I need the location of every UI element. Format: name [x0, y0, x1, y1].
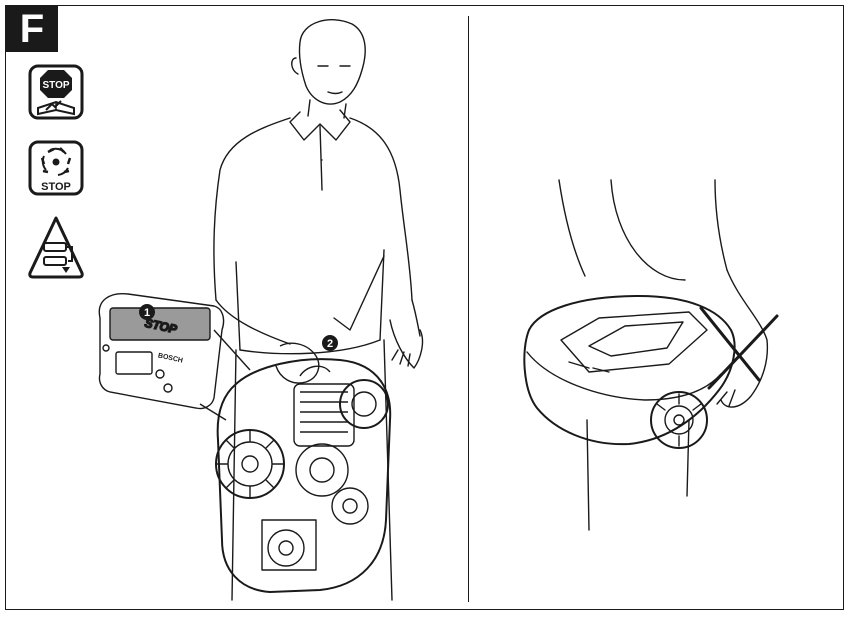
panel-divider: [468, 16, 469, 602]
stop-manual-icon: STOP: [28, 64, 84, 120]
warning-triangle-icon: [28, 216, 84, 279]
step-2-marker: [322, 335, 338, 351]
step-1-marker: [139, 304, 155, 320]
correct-carry-illustration: STOP BOSCH 1 2: [98, 19, 424, 601]
stop-manual-label: STOP: [42, 80, 69, 91]
incorrect-carry-illustration: [523, 179, 779, 531]
blades-stop-icon: STOP: [28, 140, 84, 196]
section-letter: F: [19, 6, 45, 51]
step-1-number: 1: [144, 307, 150, 319]
figure-frame: [5, 5, 844, 610]
step-2-number: 2: [327, 338, 333, 350]
blades-stop-label: STOP: [41, 181, 71, 193]
section-letter-badge: F: [6, 6, 58, 52]
